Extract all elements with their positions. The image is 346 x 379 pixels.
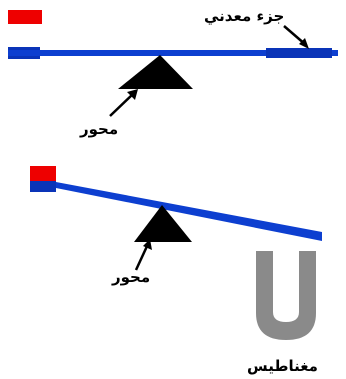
- pivot-triangle-top: [118, 55, 193, 89]
- arrowhead-pivot-bottom: [143, 239, 152, 250]
- beam-left-end-bottom: [30, 181, 56, 192]
- red-block-top: [8, 10, 42, 24]
- beam-top: [8, 50, 338, 56]
- red-block-bottom: [30, 166, 56, 181]
- beam-bottom: [56, 182, 322, 241]
- pivot-triangle-bottom: [134, 205, 192, 242]
- arrowhead-pivot-top: [127, 89, 138, 100]
- label-metal-part: جزء معدني: [204, 7, 284, 25]
- arrow-pivot-top: [109, 92, 135, 117]
- label-pivot-top: محور: [79, 120, 118, 138]
- label-magnet: مغناطيس: [247, 357, 318, 375]
- arrow-pivot-bottom: [134, 243, 150, 271]
- figure-balanced: جزء معدني محور: [8, 7, 338, 138]
- label-pivot-bottom: محور: [111, 268, 150, 286]
- magnet: [256, 251, 316, 340]
- arrowhead-metal-part: [299, 38, 309, 49]
- figure-attracted: محور مغناطيس: [30, 166, 322, 375]
- metal-part: [266, 48, 332, 58]
